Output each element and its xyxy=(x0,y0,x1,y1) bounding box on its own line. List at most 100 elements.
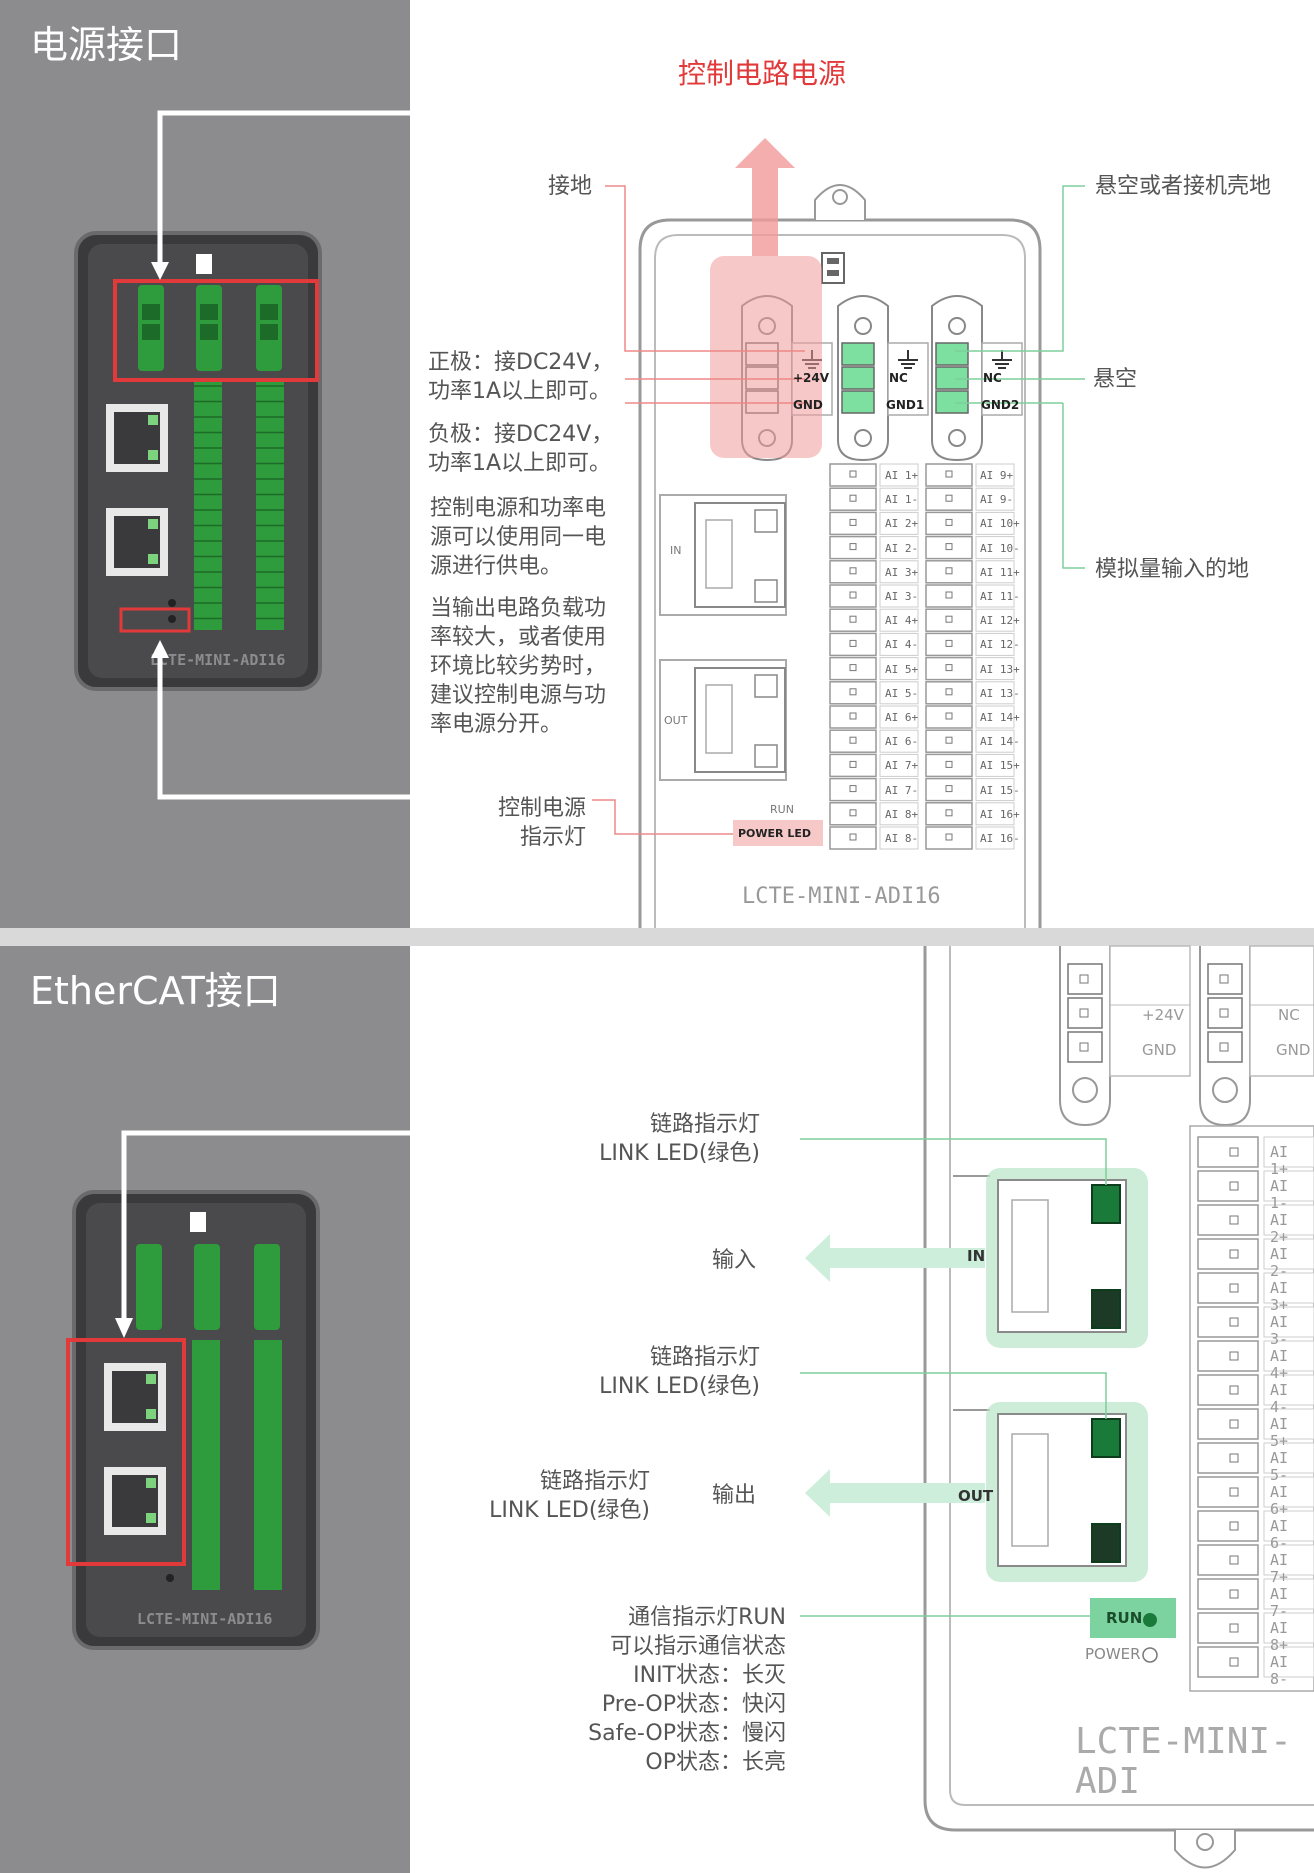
section-divider xyxy=(0,928,1314,946)
terminal-a-top-label: +24V xyxy=(1142,1006,1184,1024)
section-title-ethercat: EtherCAT接口 xyxy=(30,969,281,1013)
ai-right-label-11: AI 14+ xyxy=(980,711,1020,724)
ai-right-label-6: AI 11- xyxy=(980,590,1020,603)
run-line-5: Safe-OP状态：慢闪 xyxy=(588,1721,786,1746)
ai-label-2-11: AI 6+ xyxy=(1270,1483,1289,1518)
ai-left-label-5: AI 3+ xyxy=(885,565,919,579)
link1-line-1: 链路指示灯 xyxy=(649,1112,760,1137)
thumb-device-name: LCTE-MINI-ADI16 xyxy=(150,651,285,669)
terminal3-bottom-label: GND2 xyxy=(981,398,1020,412)
note2-line-5: 率电源分开。 xyxy=(430,712,563,737)
ai-left-label-1: AI 1+ xyxy=(885,469,919,482)
ai-left-label-7: AI 4+ xyxy=(885,614,919,628)
ai-right-label-9: AI 13+ xyxy=(980,662,1020,676)
ai-right-label-2: AI 9- xyxy=(980,493,1014,507)
ai-left-label-3: AI 2+ xyxy=(885,517,919,531)
link3-line-1: 链路指示灯 xyxy=(539,1469,650,1494)
run-led-label-2: RUN xyxy=(1106,1609,1143,1627)
device-name-large: LCTE-MINI-ADI16 xyxy=(742,884,941,909)
highlight-power-connectors xyxy=(113,279,319,382)
note1-line-1: 控制电源和功率电 xyxy=(430,496,607,521)
ai-right-label-1: AI 9+ xyxy=(980,469,1014,482)
power-led-line-2: 指示灯 xyxy=(519,825,586,850)
ai-right-label-14: AI 15- xyxy=(980,783,1020,797)
ai-label-2-14: AI 7- xyxy=(1270,1585,1289,1620)
port-out-label-2: OUT xyxy=(958,1487,994,1505)
ai-left-label-2: AI 1- xyxy=(885,493,919,507)
negative-note: 负极：接DC24V， 功率1A以上即可。 xyxy=(428,420,613,478)
ai-label-2-5: AI 3+ xyxy=(1270,1279,1289,1314)
note2-line-3: 环境比较劣势时， xyxy=(430,654,607,679)
run-led-label: RUN xyxy=(770,803,794,816)
ai-left-label-16: AI 8- xyxy=(885,832,919,845)
run-line-1: 通信指示灯RUN xyxy=(628,1605,786,1630)
ai-right-label-7: AI 12+ xyxy=(980,614,1020,628)
ai-left-label-15: AI 8+ xyxy=(885,807,919,821)
label-ground: 接地 xyxy=(547,174,592,199)
ai-right-label-15: AI 16+ xyxy=(980,807,1020,821)
run-line-4: Pre-OP状态：快闪 xyxy=(601,1692,786,1717)
device-thumbnail-power: LCTE-MINI-ADI16 xyxy=(74,231,322,691)
note1-line-2: 源可以使用同一电 xyxy=(430,525,607,550)
label-analog-gnd: 模拟量输入的地 xyxy=(1095,557,1250,582)
terminal-b-top-label: NC xyxy=(1278,1006,1300,1024)
power-led-callout: 控制电源 指示灯 xyxy=(470,794,586,852)
ai-label-2-16: AI 8- xyxy=(1270,1653,1289,1688)
ai-label-2-12: AI 6- xyxy=(1270,1517,1289,1552)
link1-line-2: LINK LED(绿色) xyxy=(599,1141,760,1166)
up-arrow-icon xyxy=(735,138,795,256)
label-float-or-case: 悬空或者接机壳地 xyxy=(1095,174,1272,199)
ai-right-label-3: AI 10+ xyxy=(980,517,1020,531)
ai-label-2-2: AI 1- xyxy=(1270,1177,1289,1212)
ai-left-label-6: AI 3- xyxy=(885,590,919,603)
port-in-label-2: IN xyxy=(967,1247,986,1265)
link-led-callout-2: 链路指示灯 LINK LED(绿色) xyxy=(560,1343,760,1401)
power-led-line-1: 控制电源 xyxy=(497,796,586,821)
highlight-power-led xyxy=(119,607,191,633)
link2-line-2: LINK LED(绿色) xyxy=(599,1374,760,1399)
link2-line-1: 链路指示灯 xyxy=(649,1345,760,1370)
positive-line-2: 功率1A以上即可。 xyxy=(428,379,612,404)
run-status-callout: 通信指示灯RUN 可以指示通信状态 INIT状态：长灭 Pre-OP状态：快闪 … xyxy=(500,1603,786,1777)
section-title-power: 电源接口 xyxy=(30,23,183,67)
ai-left-label-12: AI 6- xyxy=(885,735,919,749)
link-led-callout-1: 链路指示灯 LINK LED(绿色) xyxy=(560,1110,760,1168)
power-led-highlight xyxy=(733,820,823,846)
ai-label-2-15: AI 8+ xyxy=(1270,1619,1289,1654)
control-power-heading: 控制电路电源 xyxy=(678,57,847,90)
positive-line-1: 正极：接DC24V， xyxy=(428,350,614,375)
ai-left-label-9: AI 5+ xyxy=(885,662,919,676)
positive-note: 正极：接DC24V， 功率1A以上即可。 xyxy=(428,348,613,406)
output-arrow-icon xyxy=(805,1469,985,1517)
note1-line-3: 源进行供电。 xyxy=(430,554,563,579)
terminal1-bottom-label: GND xyxy=(793,398,823,412)
ai-right-label-16: AI 16- xyxy=(980,832,1020,845)
terminal1-top-label: +24V xyxy=(793,371,830,385)
ai-left-label-8: AI 4- xyxy=(885,638,919,652)
ai-label-2-10: AI 5- xyxy=(1270,1449,1289,1484)
run-line-2: 可以指示通信状态 xyxy=(609,1634,786,1659)
ai-right-label-8: AI 12- xyxy=(980,638,1020,652)
ai-label-2-8: AI 4- xyxy=(1270,1381,1289,1416)
ai-left-label-13: AI 7+ xyxy=(885,759,919,773)
power-label-2: POWER xyxy=(1085,1645,1141,1663)
ai-left-label-4: AI 2- xyxy=(885,541,919,555)
device-thumbnail-ethercat: LCTE-MINI-ADI16 xyxy=(72,1190,320,1650)
note-separate-power: 当输出电路负载功 率较大，或者使用 环境比较劣势时， 建议控制电源与功 率电源分… xyxy=(430,594,606,739)
label-float: 悬空 xyxy=(1093,367,1138,392)
note2-line-1: 当输出电路负载功 xyxy=(430,596,607,621)
ai-label-2-4: AI 2- xyxy=(1270,1245,1289,1280)
terminal3-top-label: NC xyxy=(983,371,1002,385)
ai-right-label-13: AI 15+ xyxy=(980,759,1020,773)
ai-left-label-14: AI 7- xyxy=(885,783,919,797)
ai-label-2-1: AI 1+ xyxy=(1270,1143,1289,1178)
note-shared-power: 控制电源和功率电 源可以使用同一电 源进行供电。 xyxy=(430,494,606,581)
run-line-3: INIT状态：长灭 xyxy=(633,1663,786,1688)
terminal2-bottom-label: GND1 xyxy=(886,398,925,412)
ai-label-2-9: AI 5+ xyxy=(1270,1415,1289,1450)
negative-line-1: 负极：接DC24V， xyxy=(428,422,614,447)
ai-label-2-6: AI 3- xyxy=(1270,1313,1289,1348)
terminal-b-bottom-label: GND xyxy=(1276,1041,1311,1059)
control-power-glow xyxy=(710,256,822,458)
